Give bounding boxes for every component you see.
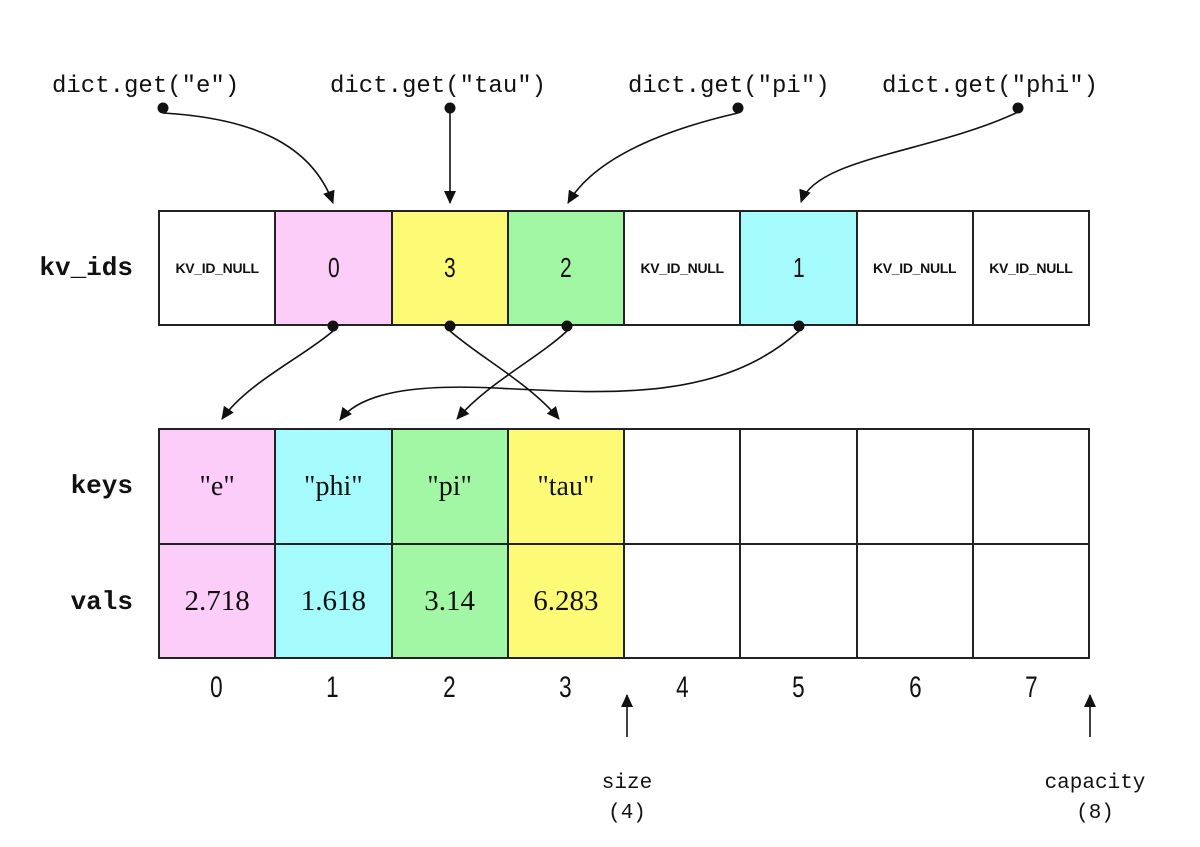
val-cell-3: 6.283: [508, 545, 625, 657]
arrow-slot-2-to-key-3: [449, 330, 560, 420]
val-cell-5: [741, 545, 858, 657]
kv-cell-3-value: 2: [560, 252, 572, 283]
arrow-slot-1-to-key-0: [221, 330, 334, 420]
val-cell-1: 1.618: [276, 545, 393, 657]
key-cell-3: "tau": [508, 430, 625, 543]
arrow-query-phi-to-slot-5: [799, 111, 1019, 203]
kv-cell-4: KV_ID_NULL: [625, 212, 742, 324]
keys-row-label: keys: [70, 471, 133, 501]
kv-cell-5: 1: [741, 212, 858, 324]
kv-ids-row: KV_ID_NULL 0 3 2 KV_ID_NULL 1 KV_ID_NULL…: [158, 210, 1090, 326]
kv-cell-4-value: KV_ID_NULL: [640, 260, 724, 276]
query-dot-tau: [444, 102, 456, 114]
val-cell-0: 2.718: [160, 545, 277, 657]
kv-cell-0: KV_ID_NULL: [160, 212, 277, 324]
kv-ids-row-label: kv_ids: [39, 253, 133, 283]
val-cell-7: [973, 545, 1088, 657]
vals-row: 2.718 1.618 3.14 6.283: [158, 543, 1090, 659]
index-label-1: 1: [326, 671, 340, 704]
kv-cell-6: KV_ID_NULL: [857, 212, 974, 324]
size-value: (4): [608, 802, 646, 825]
kv-cell-1: 0: [276, 212, 393, 324]
index-label-5: 5: [792, 671, 806, 704]
index-label-6: 6: [908, 671, 922, 704]
query-dot-e: [157, 102, 169, 114]
query-label-pi: dict.get("pi"): [628, 73, 830, 100]
kv-cell-2: 3: [392, 212, 509, 324]
kv-cell-7: KV_ID_NULL: [973, 212, 1088, 324]
kv-cell-3: 2: [508, 212, 625, 324]
arrow-slot-3-to-key-2: [456, 330, 568, 420]
index-label-3: 3: [559, 671, 573, 704]
key-cell-2: "pi": [392, 430, 509, 543]
key-cell-1: "phi": [276, 430, 393, 543]
key-cell-4: [625, 430, 742, 543]
keys-row: "e" "phi" "pi" "tau": [158, 428, 1090, 545]
key-cell-0: "e": [160, 430, 277, 543]
index-label-0: 0: [209, 671, 223, 704]
kv-cell-0-value: KV_ID_NULL: [175, 260, 259, 276]
index-label-4: 4: [675, 671, 689, 704]
key-cell-5: [741, 430, 858, 543]
arrow-query-pi-to-slot-3: [567, 112, 739, 204]
index-label-2: 2: [442, 671, 456, 704]
arrow-slot-5-to-key-1: [339, 330, 800, 421]
query-label-e: dict.get("e"): [52, 73, 240, 100]
capacity-label: capacity: [1044, 772, 1146, 795]
kv-cell-7-value: KV_ID_NULL: [989, 260, 1073, 276]
index-label-7: 7: [1025, 671, 1039, 704]
vals-row-label: vals: [70, 587, 133, 617]
arrow-query-e-to-slot-1: [162, 112, 335, 204]
kv-cell-5-value: 1: [792, 252, 805, 283]
val-cell-6: [857, 545, 974, 657]
key-cell-6: [857, 430, 974, 543]
val-cell-2: 3.14: [392, 545, 509, 657]
index-row: 0 1 2 3 4 5 6 7: [158, 672, 1090, 704]
size-label: size: [601, 772, 653, 795]
key-cell-7: [973, 430, 1088, 543]
query-label-phi: dict.get("phi"): [882, 73, 1099, 100]
kv-cell-1-value: 0: [327, 252, 340, 283]
kv-cell-2-value: 3: [443, 252, 456, 283]
val-cell-4: [625, 545, 742, 657]
capacity-value: (8): [1076, 802, 1114, 825]
query-dot-pi: [732, 102, 744, 114]
query-dot-phi: [1012, 102, 1024, 114]
kv-cell-6-value: KV_ID_NULL: [872, 260, 957, 276]
query-label-tau: dict.get("tau"): [330, 73, 547, 100]
